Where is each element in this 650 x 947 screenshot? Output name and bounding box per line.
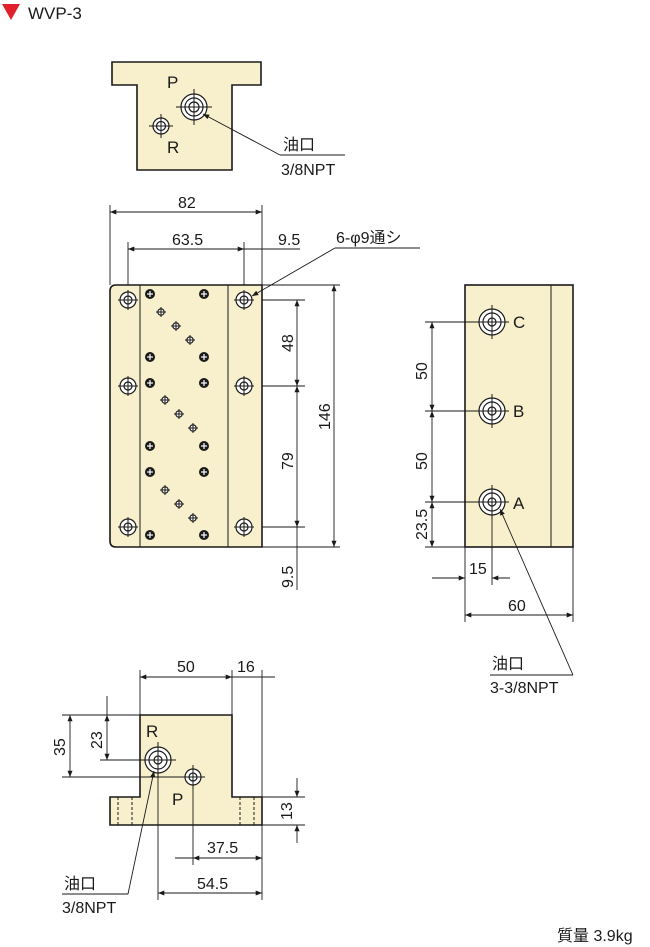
side-view: C B A 50 50 23.5 15 60 油口 3-3/8NPT (414, 284, 574, 697)
side-label-c: C (513, 313, 525, 332)
screw-icon (145, 352, 155, 362)
small-hole-icon (188, 513, 198, 523)
bottom-dim-37-5: 37.5 (207, 840, 238, 857)
front-dim-width: 82 (178, 195, 196, 212)
front-dim-48: 48 (280, 334, 297, 352)
top-port-label: 油口 (283, 136, 315, 154)
screw-icon (199, 289, 209, 299)
front-dim-146: 146 (317, 403, 334, 430)
front-dim-79: 79 (280, 452, 297, 470)
through-hole-icon (234, 290, 254, 310)
small-hole-icon (156, 307, 166, 317)
side-dim-50a: 50 (414, 362, 431, 380)
through-hole-icon (234, 517, 254, 537)
small-hole-icon (174, 499, 184, 509)
front-hole-spec: 6-φ9通シ (336, 229, 402, 247)
small-hole-icon (188, 423, 198, 433)
screw-icon (199, 441, 209, 451)
front-dim-edge: 9.5 (278, 232, 300, 249)
port-icon (475, 485, 509, 519)
side-label-b: B (513, 402, 524, 421)
page-title: WVP-3 (28, 4, 82, 23)
port-icon (475, 394, 509, 428)
screw-icon (145, 289, 155, 299)
small-hole-icon (160, 485, 170, 495)
side-label-a: A (513, 494, 525, 513)
bottom-port-label: 油口 (64, 875, 96, 893)
port-icon (475, 305, 509, 339)
bottom-label-p: P (172, 790, 183, 809)
side-port-label: 油口 (492, 655, 524, 673)
bottom-dim-13: 13 (279, 802, 296, 820)
bottom-dim-35: 35 (52, 738, 69, 756)
top-label-r: R (167, 138, 179, 157)
bottom-dim-16: 16 (237, 659, 255, 676)
screw-icon (145, 467, 155, 477)
side-port-spec: 3-3/8NPT (490, 680, 559, 697)
small-hole-icon (160, 395, 170, 405)
screw-icon (145, 378, 155, 388)
screw-icon (145, 530, 155, 540)
title-marker-icon (2, 4, 20, 20)
through-hole-icon (234, 376, 254, 396)
bottom-dim-54-5: 54.5 (197, 876, 228, 893)
bottom-dim-23: 23 (89, 731, 106, 749)
screw-icon (199, 378, 209, 388)
front-dim-9-5: 9.5 (280, 566, 297, 588)
side-dim-50b: 50 (414, 452, 431, 470)
small-hole-icon (185, 335, 195, 345)
top-view: P R 油口 3/8NPT (111, 61, 345, 179)
through-hole-icon (118, 517, 138, 537)
top-label-p: P (167, 73, 178, 92)
screw-icon (199, 352, 209, 362)
front-view: 82 63.5 9.5 6-φ9通シ 48 79 146 9.5 (109, 195, 420, 590)
small-hole-icon (174, 409, 184, 419)
through-hole-icon (118, 376, 138, 396)
bottom-dim-50: 50 (177, 659, 195, 676)
screw-icon (199, 467, 209, 477)
bottom-view: R P 50 16 35 23 13 37.5 54.5 (52, 659, 305, 917)
mass-label: 質量 3.9kg (557, 927, 633, 945)
top-port-spec: 3/8NPT (281, 162, 335, 179)
through-hole-icon (118, 290, 138, 310)
side-dim-23-5: 23.5 (414, 509, 431, 540)
bottom-label-r: R (146, 722, 158, 741)
small-hole-icon (171, 321, 181, 331)
screw-icon (199, 530, 209, 540)
side-dim-15: 15 (469, 561, 487, 578)
front-dim-inner: 63.5 (172, 232, 203, 249)
bottom-port-spec: 3/8NPT (62, 900, 116, 917)
side-dim-60: 60 (508, 598, 526, 615)
screw-icon (145, 441, 155, 451)
